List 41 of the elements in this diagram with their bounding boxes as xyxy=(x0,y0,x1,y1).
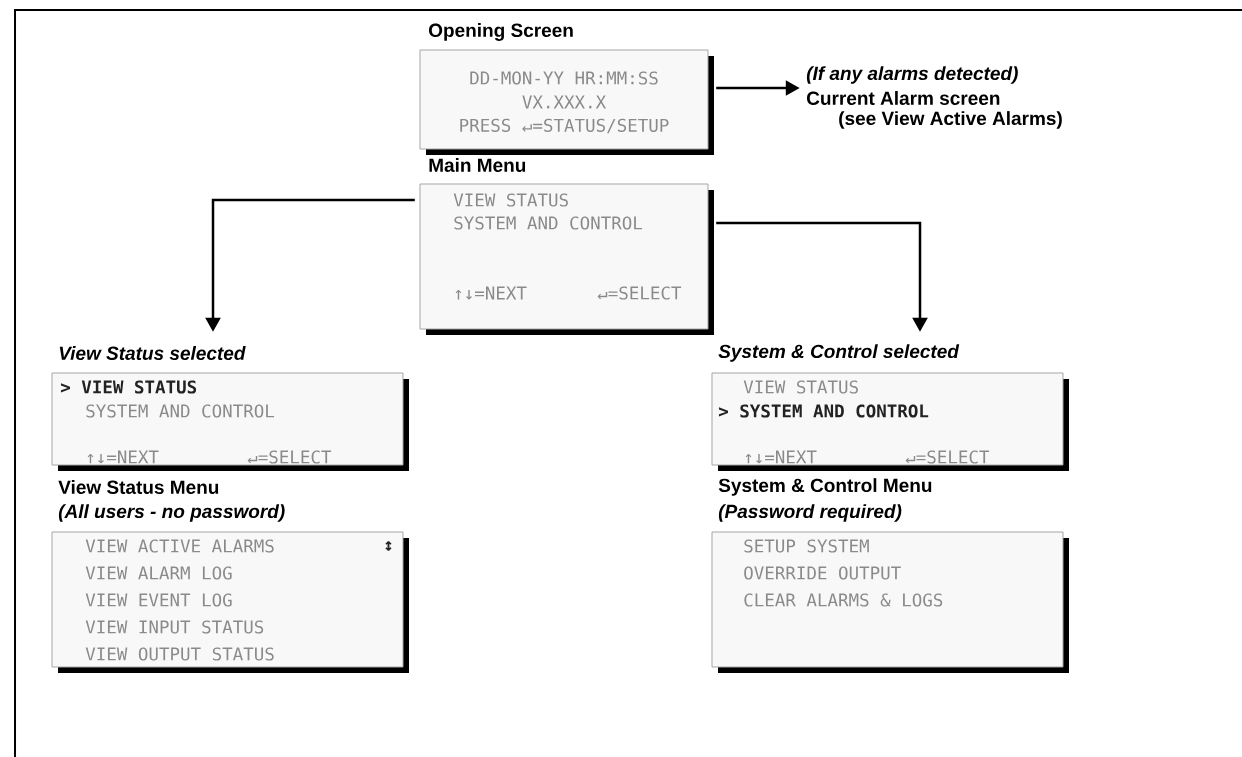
key-hint: ↵=SELECT xyxy=(247,450,332,464)
menu-item: CLEAR ALARMS & LOGS xyxy=(744,593,943,607)
screen-title: Main Menu xyxy=(429,158,526,172)
menu-item: VIEW STATUS xyxy=(453,193,568,207)
note-text: (If any alarms detected) xyxy=(806,66,1018,84)
screen-box xyxy=(51,480,409,673)
note-text: Current Alarm screen xyxy=(807,91,1000,105)
key-hint: ↑↓=NEXT xyxy=(455,286,527,300)
screen-title: System & Control Menu xyxy=(718,478,932,496)
screen-title: View Status Menu xyxy=(58,480,219,494)
menu-item: VIEW OUTPUT STATUS xyxy=(85,647,274,661)
menu-item: OVERRIDE OUTPUT xyxy=(744,566,901,580)
menu-item: VIEW ACTIVE ALARMS xyxy=(85,539,274,553)
screen-title: Opening Screen xyxy=(429,23,573,41)
menu-item: VIEW INPUT STATUS xyxy=(85,620,264,634)
display-line: VX.XXX.X xyxy=(522,95,606,109)
screen-box xyxy=(419,158,714,335)
screen-box xyxy=(711,478,1069,673)
menu-item: VIEW ALARM LOG xyxy=(85,566,232,580)
screen-subtitle: (Password required) xyxy=(718,504,902,522)
note-text: (see View Active Alarms) xyxy=(839,111,1062,129)
key-hint: ↑↓=NEXT xyxy=(745,450,817,464)
screen-box xyxy=(51,346,409,471)
selected-item: > VIEW STATUS xyxy=(60,380,197,394)
key-hint: ↵=SELECT xyxy=(597,286,682,300)
key-hint: ↑↓=NEXT xyxy=(87,450,159,464)
key-hint: ↵=SELECT xyxy=(905,450,990,464)
display-line: DD-MON-YY HR:MM:SS xyxy=(470,71,658,85)
screen-box xyxy=(419,23,714,155)
screen-box xyxy=(711,344,1069,471)
menu-item: SETUP SYSTEM xyxy=(744,539,869,553)
screen-title: System & Control selected xyxy=(718,344,960,362)
menu-item: VIEW STATUS xyxy=(743,380,858,394)
selected-item: > SYSTEM AND CONTROL xyxy=(718,404,929,418)
menu-item: VIEW EVENT LOG xyxy=(85,593,232,607)
menu-item: SYSTEM AND CONTROL xyxy=(454,216,643,230)
display-line: PRESS ↵=STATUS/SETUP xyxy=(460,118,669,134)
menu-item: SYSTEM AND CONTROL xyxy=(86,404,275,418)
screen-subtitle: (All users - no password) xyxy=(58,504,285,522)
screen-title: View Status selected xyxy=(59,346,246,360)
scroll-indicator: ↕ xyxy=(385,541,392,551)
